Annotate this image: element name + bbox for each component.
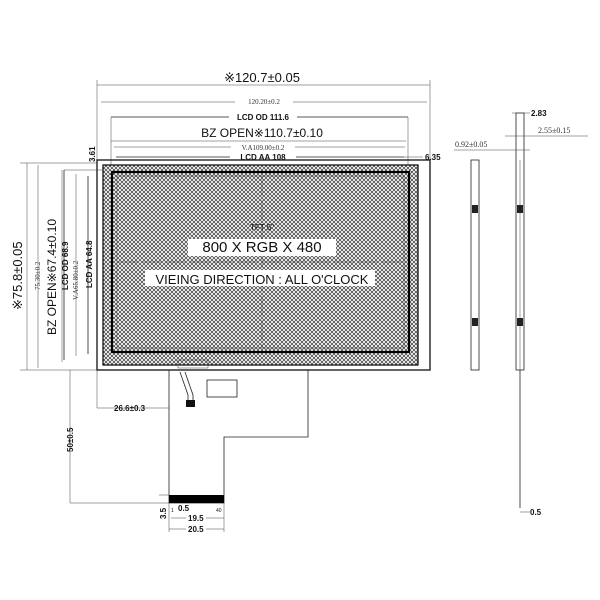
width-120-20-label: 120.20±0.2 — [248, 98, 280, 106]
viewing-direction-label: VIEING DIRECTION : ALL O'CLOCK — [156, 272, 369, 287]
pin-last-label: 40 — [216, 508, 222, 514]
lcd-od-height-label: LCD OD 68.9 — [61, 241, 70, 290]
contact-height-label: 3.5 — [159, 507, 168, 519]
side-view: 2.83 2.55±0.15 0.92±0.05 0.5 — [454, 109, 588, 517]
module-thickness-label: 2.55±0.15 — [538, 126, 570, 135]
total-thickness-label: 2.83 — [531, 109, 547, 118]
panel-type-label: TFT 5" — [250, 223, 274, 232]
va-height-label: V.A65.80±0.2 — [72, 260, 80, 300]
lcd-aa-width-label: LCD AA 108 — [240, 153, 286, 162]
fpc-width-label: 20.5 — [188, 525, 204, 534]
pin-first-label: 1 — [171, 508, 174, 514]
left-dimensions: ※75.8±0.05 75.30±0.2 BZ OPEN※67.4±0.10 L… — [10, 162, 110, 371]
fpc-length-label: 50±0.5 — [66, 427, 75, 452]
lcd-panel: TFT 5" 800 X RGB X 480 VIEING DIRECTION … — [96, 159, 431, 371]
fpc-offset-label: 26.6±0.3 — [114, 404, 146, 413]
bz-open-height-label: BZ OPEN※67.4±0.10 — [45, 219, 59, 335]
offset-right-label: 6.35 — [425, 153, 441, 162]
pitch-span-label: 19.5 — [188, 514, 204, 523]
top-dimensions: ※120.7±0.05 120.20±0.2 LCD OD 111.6 BZ O… — [88, 70, 441, 165]
outline-height-label: ※75.8±0.05 — [10, 241, 25, 310]
resolution-label: 800 X RGB X 480 — [202, 239, 321, 256]
va-width-label: V.A109.00±0.2 — [242, 144, 285, 152]
pin-offset-label: 0.5 — [178, 504, 190, 513]
height-75-30-label: 75.30±0.2 — [34, 261, 42, 290]
lcd-od-width-label: LCD OD 111.6 — [237, 113, 290, 122]
glass-thickness-label: 0.92±0.05 — [455, 140, 487, 149]
fpc-cable: 26.6±0.3 50±0.5 3.5 0.5 1 40 19.5 20.5 — [66, 370, 309, 534]
bz-open-width-label: BZ OPEN※110.7±0.10 — [201, 126, 323, 140]
offset-top-label: 3.61 — [88, 146, 97, 162]
outline-width-label: ※120.7±0.05 — [224, 70, 300, 85]
lcd-aa-height-label: LCD AA 64.8 — [85, 240, 94, 288]
fpc-thickness-label: 0.5 — [530, 508, 542, 517]
